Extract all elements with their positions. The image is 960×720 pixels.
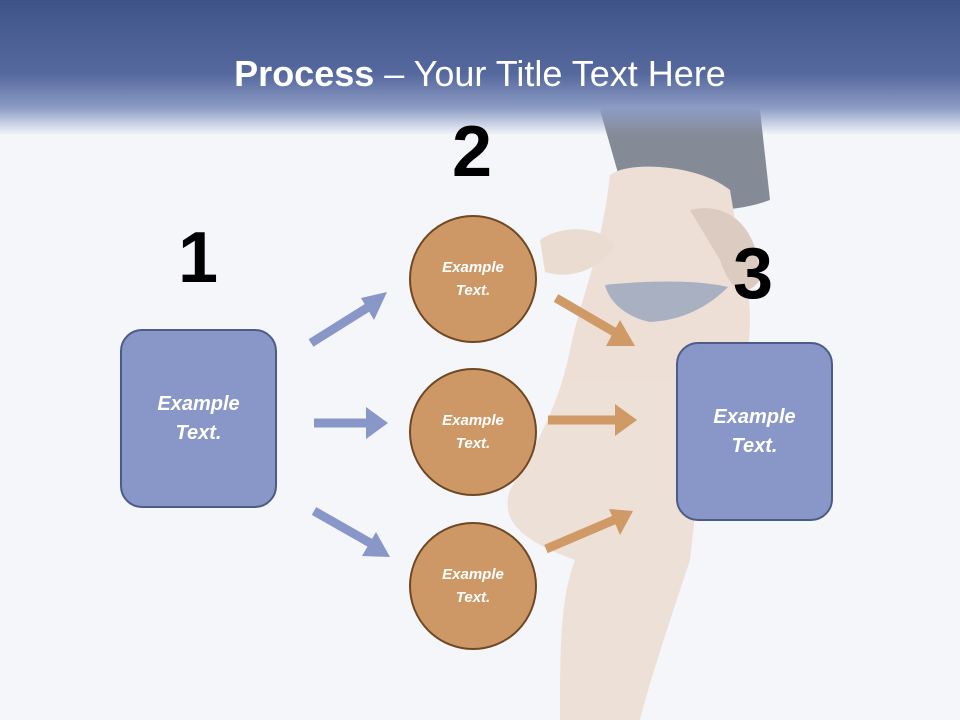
step-number-2: 2 [451,112,493,192]
page-title: Process – Your Title Text Here [0,50,960,98]
step-2-circle-bottom: Example Text. [409,522,537,650]
arrow-2-top-to-3 [553,294,635,346]
arrow-2-bottom-to-3 [544,509,633,554]
step-2-label-middle: Example Text. [442,412,504,452]
step-1-box: Example Text. [120,329,277,508]
title-bold: Process [234,53,375,94]
title-band [0,0,960,135]
step-2-label-top: Example Text. [442,259,504,299]
step-1-label: Example Text. [157,392,240,444]
step-number-3: 3 [732,234,774,314]
step-2-circle-middle: Example Text. [409,368,537,496]
step-number-1: 1 [177,218,219,298]
arrow-1-to-2-bottom [311,507,390,557]
arrow-1-to-2-middle [314,407,388,439]
title-rest: – Your Title Text Here [374,53,726,94]
step-2-circle-top: Example Text. [409,215,537,343]
arrow-1-to-2-top [308,292,387,347]
step-2-label-bottom: Example Text. [442,566,504,606]
arrow-2-middle-to-3 [548,404,637,436]
step-3-label: Example Text. [713,405,796,457]
step-3-box: Example Text. [676,342,833,521]
